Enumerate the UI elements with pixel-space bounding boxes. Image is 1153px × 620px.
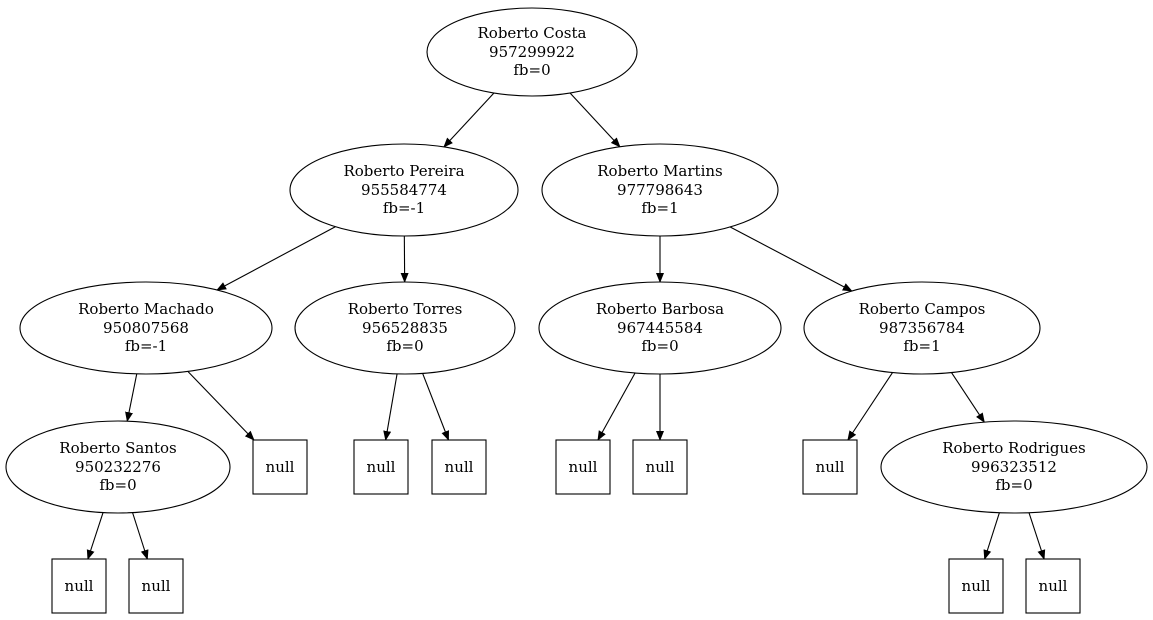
node-ellipse: [880, 420, 1148, 514]
node-balance-factor: fb=0: [99, 476, 136, 494]
edge-arrow-n8-n17: [132, 512, 149, 560]
null-leaf-node: null: [948, 558, 1004, 614]
node-balance-factor: fb=0: [995, 476, 1032, 494]
node-ellipse: [803, 281, 1041, 375]
edge-arrow-n6-n12: [597, 372, 636, 441]
null-label: null: [569, 458, 598, 476]
node-balance-factor: fb=0: [641, 337, 678, 355]
node-name: Roberto Torres: [348, 300, 463, 318]
edge-arrow-n1-n3: [569, 92, 621, 148]
node-name: Roberto Martins: [597, 162, 722, 180]
node-ellipse: [294, 281, 516, 375]
null-box: [555, 439, 611, 495]
null-leaf-node: null: [128, 558, 184, 614]
null-box: [431, 439, 487, 495]
null-label: null: [646, 458, 675, 476]
node-phone: 950807568: [103, 319, 189, 337]
edge-arrow-n5-n10: [383, 373, 398, 441]
edge-arrow-n4-n8: [125, 373, 138, 423]
node-ellipse: [5, 420, 231, 514]
edge-arrow-n7-n15: [951, 372, 985, 423]
node-ellipse: [289, 143, 519, 237]
node-phone: 956528835: [362, 319, 448, 337]
null-box: [948, 558, 1004, 614]
null-label: null: [142, 577, 171, 595]
edge-layer: [86, 92, 1046, 560]
edge-arrow-n8-n16: [86, 512, 104, 560]
null-box: [353, 439, 409, 495]
null-leaf-node: null: [802, 439, 858, 495]
null-box: [802, 439, 858, 495]
edge-arrow-n15-n19: [1028, 512, 1046, 560]
node-balance-factor: fb=-1: [125, 337, 167, 355]
node-ellipse: [426, 7, 638, 97]
null-label: null: [266, 458, 295, 476]
node-balance-factor: fb=1: [903, 337, 940, 355]
node-balance-factor: fb=0: [513, 61, 550, 79]
null-leaf-node: null: [353, 439, 409, 495]
edge-arrow-n4-n9: [187, 371, 255, 441]
node-phone: 996323512: [971, 458, 1057, 476]
node-phone: 957299922: [489, 43, 575, 61]
node-name: Roberto Costa: [478, 24, 587, 42]
null-box: [1025, 558, 1081, 614]
null-box: [51, 558, 107, 614]
node-phone: 950232276: [75, 458, 161, 476]
node-ellipse: [19, 281, 273, 375]
edge-arrow-n2-n4: [216, 226, 336, 291]
node-name: Roberto Campos: [859, 300, 986, 318]
null-label: null: [816, 458, 845, 476]
node-name: Roberto Pereira: [343, 162, 464, 180]
null-label: null: [65, 577, 94, 595]
node-balance-factor: fb=-1: [383, 199, 425, 217]
null-leaf-node: null: [431, 439, 487, 495]
node-name: Roberto Barbosa: [596, 300, 724, 318]
null-box: [252, 439, 308, 495]
null-label: null: [1039, 577, 1068, 595]
node-name: Roberto Rodrigues: [942, 439, 1086, 457]
null-leaf-node: null: [51, 558, 107, 614]
node-phone: 967445584: [617, 319, 703, 337]
node-balance-factor: fb=1: [641, 199, 678, 217]
edge-arrow-n5-n11: [422, 373, 450, 441]
null-leaf-node: null: [632, 439, 688, 495]
node-name: Roberto Santos: [59, 439, 176, 457]
null-box: [128, 558, 184, 614]
node-ellipse: [538, 281, 782, 375]
null-label: null: [367, 458, 396, 476]
null-leaf-node: null: [252, 439, 308, 495]
node-phone: 987356784: [879, 319, 965, 337]
edge-arrow-n3-n7: [729, 226, 853, 292]
null-leaf-node: null: [1025, 558, 1081, 614]
null-label: null: [962, 577, 991, 595]
node-name: Roberto Machado: [78, 300, 214, 318]
node-balance-factor: fb=0: [386, 337, 423, 355]
null-box: [632, 439, 688, 495]
node-phone: 955584774: [361, 181, 447, 199]
node-phone: 977798643: [617, 181, 703, 199]
edge-arrow-n1-n2: [443, 92, 495, 148]
null-label: null: [445, 458, 474, 476]
edge-arrow-n15-n18: [983, 512, 1000, 560]
node-ellipse: [541, 143, 779, 237]
null-leaf-node: null: [555, 439, 611, 495]
edge-arrow-n7-n14: [847, 372, 893, 441]
